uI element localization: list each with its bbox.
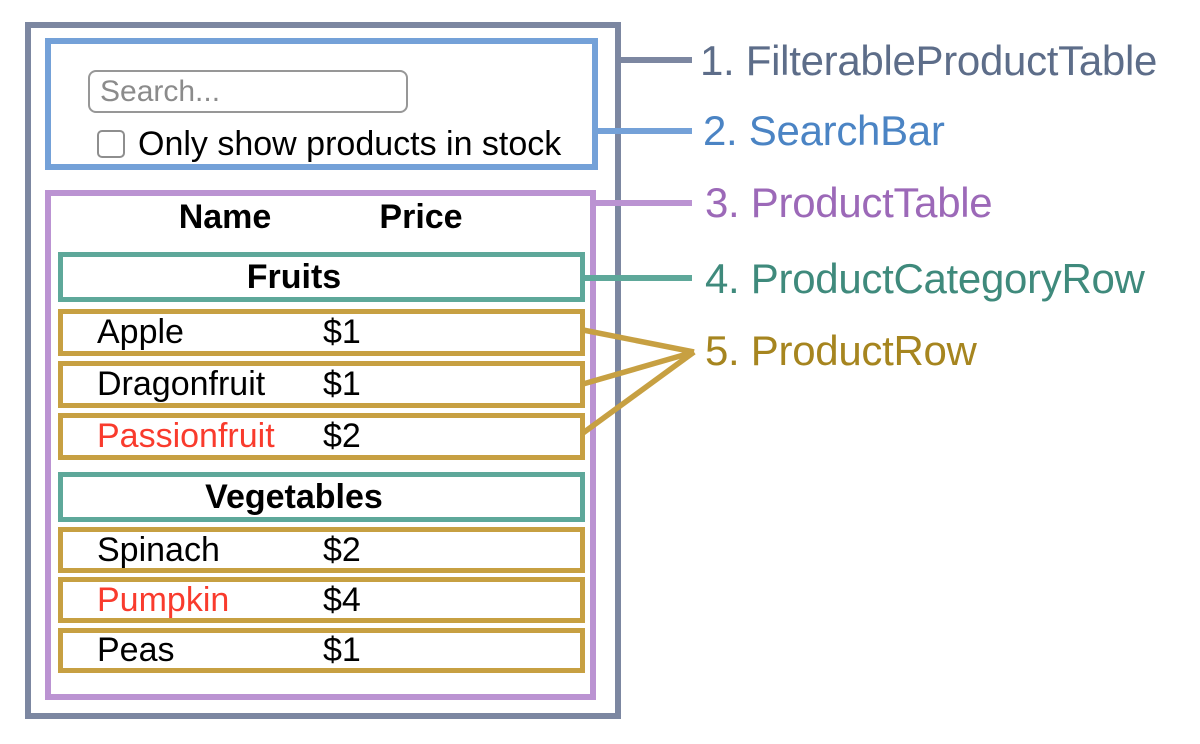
product-price: $1 — [323, 365, 361, 403]
product-name: Spinach — [97, 530, 220, 569]
product-name: Apple — [97, 313, 184, 351]
price-column-header: Price — [379, 198, 463, 236]
legend-product-row: 5. ProductRow — [705, 327, 977, 374]
product-name: Peas — [97, 631, 175, 669]
name-column-header: Name — [178, 198, 272, 236]
product-name: Dragonfruit — [97, 365, 266, 403]
legend-product-category-row: 4. ProductCategoryRow — [705, 255, 1145, 302]
product-row-passionfruit: Passionfruit $2 — [58, 413, 585, 460]
category-label: Fruits — [246, 257, 342, 296]
product-row-spinach: Spinach $2 — [58, 527, 585, 573]
search-input[interactable] — [88, 70, 408, 113]
product-price: $1 — [323, 631, 361, 669]
product-category-row-fruits: Fruits — [58, 252, 585, 302]
product-price: $1 — [323, 313, 361, 351]
product-row-pumpkin: Pumpkin $4 — [58, 577, 585, 623]
product-row-peas: Peas $1 — [58, 628, 585, 673]
product-category-row-vegetables: Vegetables — [58, 472, 585, 522]
legend-product-table: 3. ProductTable — [705, 179, 993, 226]
product-name-out-of-stock: Passionfruit — [97, 417, 275, 455]
legend-search-bar: 2. SearchBar — [703, 107, 945, 154]
product-price: $4 — [323, 580, 361, 619]
in-stock-checkbox-label: Only show products in stock — [138, 125, 562, 163]
product-row-apple: Apple $1 — [58, 309, 585, 356]
product-price: $2 — [323, 417, 361, 455]
legend-filterable-product-table: 1. FilterableProductTable — [700, 37, 1158, 84]
category-label: Vegetables — [205, 477, 383, 516]
product-price: $2 — [323, 530, 361, 569]
in-stock-checkbox[interactable] — [97, 130, 125, 158]
product-name-out-of-stock: Pumpkin — [97, 580, 230, 619]
product-row-dragonfruit: Dragonfruit $1 — [58, 361, 585, 408]
